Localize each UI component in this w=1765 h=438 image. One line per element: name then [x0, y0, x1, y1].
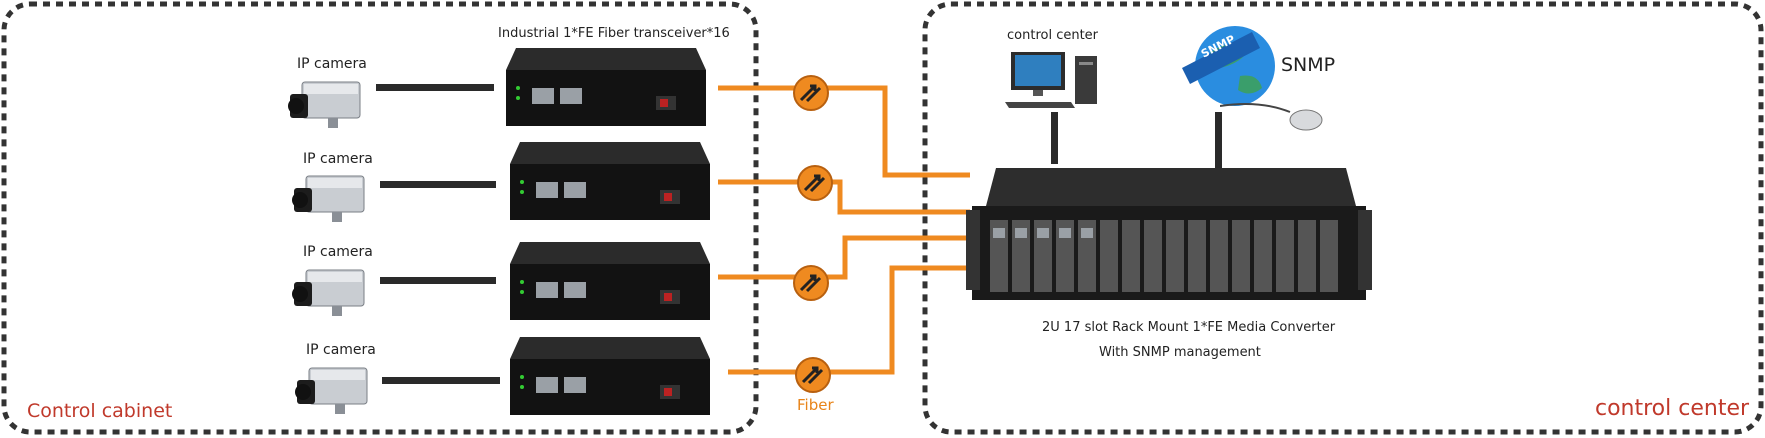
- snmp-connector-line: [1215, 112, 1222, 176]
- control-cabinet-border: [1, 1, 759, 435]
- bidirectional-arrow-icon: [797, 165, 833, 201]
- camera-label: IP camera: [303, 151, 373, 167]
- rack-description-line1: 2U 17 slot Rack Mount 1*FE Media Convert…: [1042, 320, 1336, 335]
- mouse-icon: [1220, 103, 1323, 131]
- camera-cable: [382, 377, 500, 384]
- ip-camera-icon: [295, 367, 368, 414]
- fiber-label: Fiber: [797, 396, 834, 414]
- ip-camera-icon: [292, 269, 365, 316]
- snmp-globe-icon: [1182, 26, 1275, 106]
- bidirectional-arrow-icon: [793, 265, 829, 301]
- camera-label: IP camera: [303, 244, 373, 260]
- camera-cable: [380, 277, 496, 284]
- fiber-transceiver-icon: [510, 337, 710, 415]
- desktop-computer-icon: [1005, 52, 1097, 108]
- control-center-border: [922, 1, 1764, 435]
- control-center-zone-label: control center: [1595, 396, 1750, 421]
- rack-description-line2: With SNMP management: [1099, 345, 1261, 360]
- camera-label: IP camera: [306, 342, 376, 358]
- camera-cable: [376, 84, 494, 91]
- ip-camera-icon: [292, 175, 365, 222]
- control-center-pc-label: control center: [1007, 28, 1099, 43]
- ip-camera-icon: [288, 81, 361, 128]
- bidirectional-arrow-icon: [793, 75, 829, 111]
- fiber-transceiver-icon: [510, 142, 710, 220]
- transceiver-label: Industrial 1*FE Fiber transceiver*16: [498, 26, 730, 41]
- camera-cable: [380, 181, 496, 188]
- fiber-transceiver-icon: [510, 242, 710, 320]
- control-cabinet-label: Control cabinet: [27, 400, 173, 422]
- fiber-transceiver-icon: [506, 48, 706, 126]
- bidirectional-arrow-icon: [795, 357, 831, 393]
- snmp-label: SNMP: [1281, 54, 1336, 76]
- camera-label: IP camera: [297, 56, 367, 72]
- rack-chassis-icon: [966, 168, 1372, 300]
- pc-connector-line: [1051, 112, 1058, 164]
